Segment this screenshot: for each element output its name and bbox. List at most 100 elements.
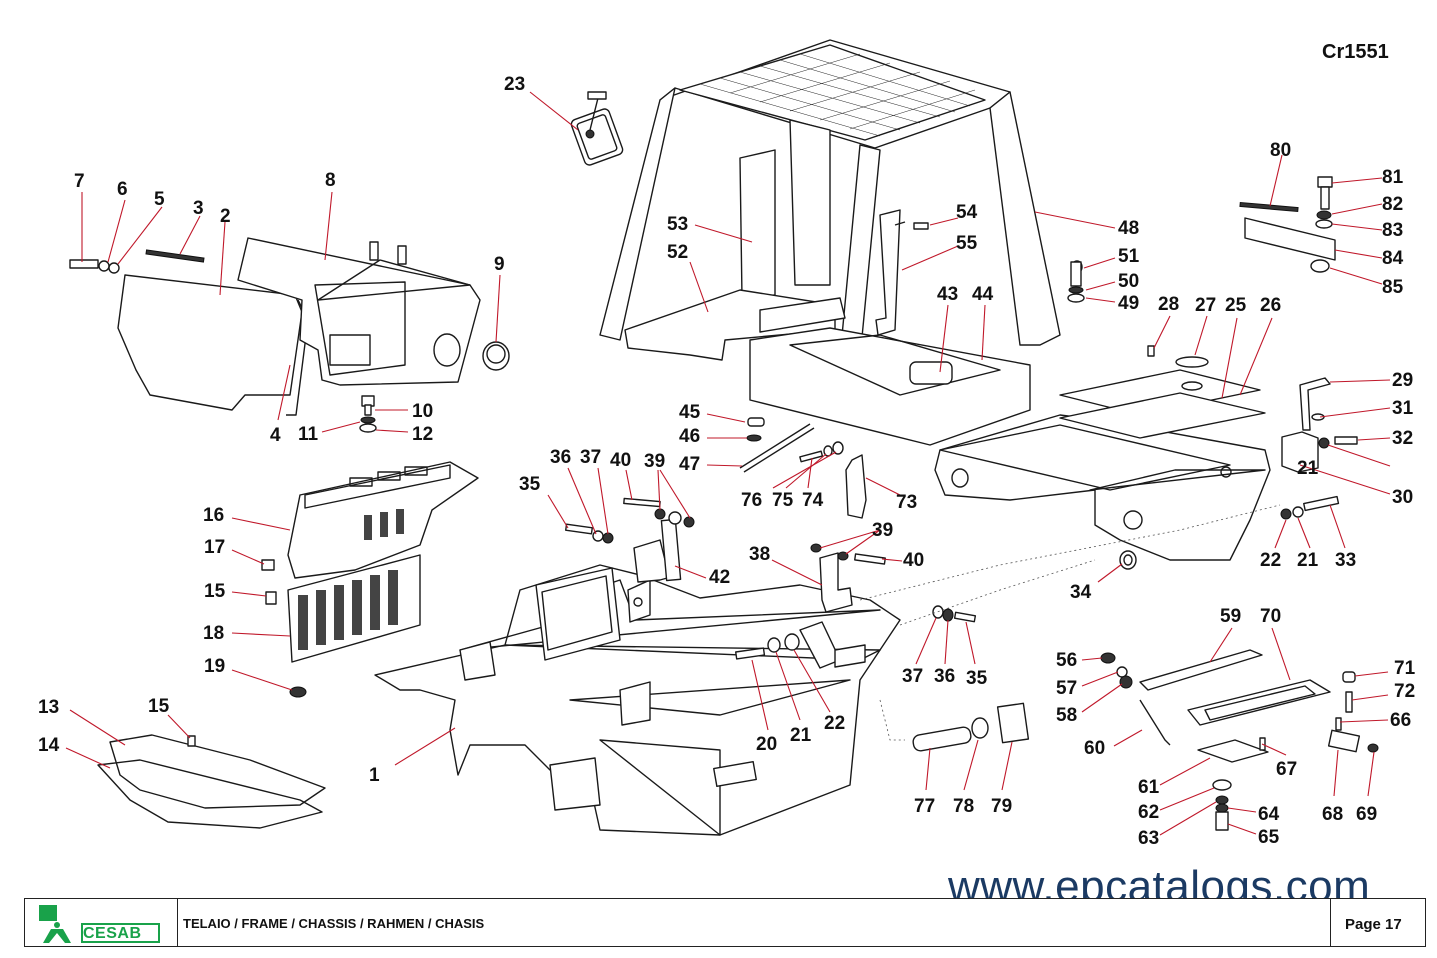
callout: 11 [298,424,319,445]
callout: 36 [550,447,571,468]
callout: 85 [1382,277,1404,298]
page-title: TELAIO / FRAME / CHASSIS / RAHMEN / CHAS… [183,916,485,931]
callout: 75 [772,490,794,511]
battery-tank-assembly [934,345,1358,570]
radiator-grille-assembly [261,461,479,698]
callout: 19 [204,656,225,677]
engine-hood-housing [237,237,510,386]
callout: 72 [1394,681,1415,702]
brand-figure-icon [39,905,71,943]
callout: 22 [1260,550,1281,571]
callout: 53 [667,214,688,235]
alignment-guides [859,504,1281,741]
callout: 38 [749,544,770,565]
callout: 14 [38,735,60,756]
callout: 83 [1382,220,1403,241]
callout: 81 [1382,167,1404,188]
callout: 28 [1158,294,1179,315]
callout: 66 [1390,710,1411,731]
callout: 3 [193,198,204,219]
callout: 45 [679,402,701,423]
callout: 30 [1392,487,1413,508]
callout: 71 [1394,658,1416,679]
callout: 46 [679,426,700,447]
drawing-code: Cr1551 [1322,41,1389,63]
page-cell: Page 17 [1330,899,1426,946]
callout: 5 [154,189,165,210]
callout: 16 [203,505,224,526]
callout: 65 [1258,827,1280,848]
callout: 26 [1260,295,1281,316]
callout: 17 [204,537,225,558]
callout: 84 [1382,248,1404,269]
callout: 61 [1138,777,1160,798]
callout: 44 [972,284,994,305]
callout: 39 [644,451,665,472]
callout: 4 [270,425,281,446]
callout: 7 [74,171,85,192]
callout: 37 [902,666,923,687]
callout: 6 [117,179,128,200]
callout: 15 [204,581,226,602]
callout: 25 [1225,295,1247,316]
callout: 49 [1118,293,1139,314]
callout: 21 [1297,550,1319,571]
callout: 74 [802,490,824,511]
callout: 51 [1118,246,1140,267]
callout: 42 [709,567,730,588]
callout: 43 [937,284,958,305]
callout: 37 [580,447,601,468]
callout: 54 [956,202,978,223]
callout: 40 [610,450,631,471]
callout: 67 [1276,759,1297,780]
callout: 2 [220,206,231,227]
callout: 64 [1258,804,1280,825]
title-block: CESAB TELAIO / FRAME / CHASSIS / RAHMEN … [24,898,1426,947]
callout: 69 [1356,804,1377,825]
callout: 52 [667,242,688,263]
callout: 57 [1056,678,1077,699]
leader-lines [65,91,1391,836]
callout: 63 [1138,828,1159,849]
callout: 33 [1335,550,1356,571]
callout: 76 [741,490,762,511]
callout: 47 [679,454,700,475]
brand-logo: CESAB [25,899,178,946]
callout: 29 [1392,370,1413,391]
rear-view-mirror [570,91,624,166]
callout: 10 [412,401,433,422]
brand-frame [81,923,160,943]
callout: 60 [1084,738,1105,759]
callout: 31 [1392,398,1414,419]
callout: 82 [1382,194,1403,215]
callout: 21 [1297,458,1319,479]
title-cell: TELAIO / FRAME / CHASSIS / RAHMEN / CHAS… [177,899,1355,946]
callout-labels: 1 2 3 4 5 6 7 8 9 10 11 12 13 14 15 15 1… [38,74,1416,849]
plate-80-85 [913,176,1336,303]
callout: 20 [756,734,777,755]
callout: 32 [1392,428,1413,449]
callout: 48 [1118,218,1139,239]
callout: 34 [1070,582,1092,603]
callout: 50 [1118,271,1139,292]
callout: 36 [934,666,955,687]
callout: 68 [1322,804,1343,825]
callout: 59 [1220,606,1241,627]
callout: 55 [956,233,978,254]
callout: 15 [148,696,170,717]
callout: 40 [903,550,924,571]
main-chassis-frame [374,564,901,836]
callout: 8 [325,170,336,191]
callout: 22 [824,713,845,734]
callout: 35 [966,668,988,689]
callout: 9 [494,254,505,275]
brand-name: CESAB [83,925,142,942]
plates-56-72 [1100,649,1379,831]
callout: 73 [896,492,917,513]
callout: 21 [790,725,812,746]
callout: 62 [1138,802,1159,823]
brackets-38-42 [633,518,853,613]
callout: 18 [203,623,224,644]
callout: 12 [412,424,433,445]
